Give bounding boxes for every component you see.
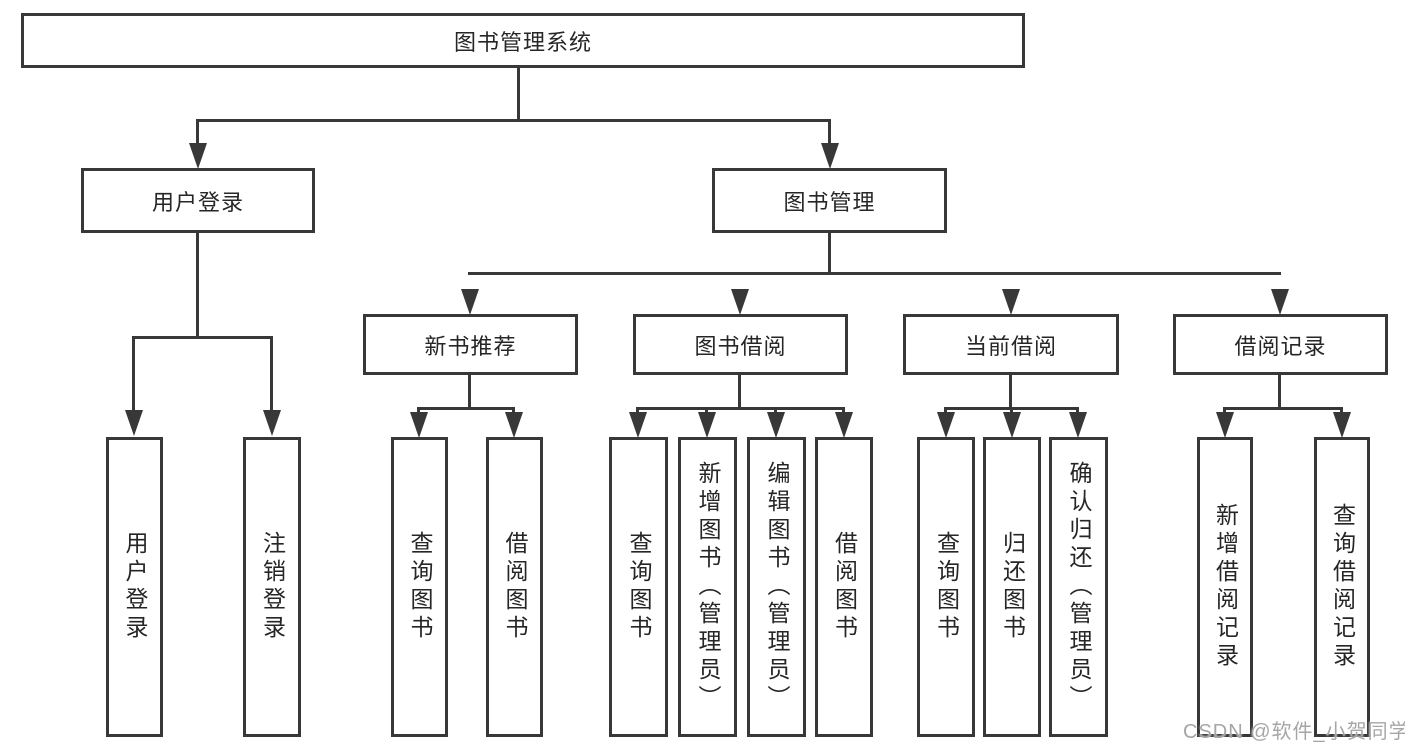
arrow-icon <box>189 143 207 169</box>
connector <box>1010 407 1013 416</box>
leaf-add-books-admin-label: 新增图书（管理员） <box>695 461 721 713</box>
leaf-query-books-1: 查询图书 <box>391 437 448 737</box>
leaf-query-books-3-label: 查询图书 <box>933 531 960 643</box>
connector <box>774 407 777 416</box>
leaf-logout: 注销登录 <box>243 437 301 737</box>
connector <box>417 407 420 416</box>
connector <box>132 336 135 413</box>
node-borrow-records-label: 借阅记录 <box>1234 333 1327 359</box>
arrow-icon <box>263 410 281 436</box>
leaf-borrow-books-2: 借阅图书 <box>815 437 873 737</box>
node-user-login-label: 用户登录 <box>151 189 244 215</box>
node-new-book-recommend-label: 新书推荐 <box>424 333 517 359</box>
connector <box>468 272 1281 275</box>
connector <box>636 407 845 410</box>
arrow-icon <box>410 412 428 438</box>
connector <box>1009 373 1012 409</box>
arrow-icon <box>731 289 749 315</box>
connector <box>468 373 471 409</box>
arrow-icon <box>1271 289 1289 315</box>
leaf-borrow-books-2-label: 借阅图书 <box>831 531 858 643</box>
leaf-user-login: 用户登录 <box>106 437 163 737</box>
connector <box>417 407 515 410</box>
arrow-icon <box>629 412 647 438</box>
leaf-add-borrow-record: 新增借阅记录 <box>1197 437 1253 737</box>
leaf-user-login-label: 用户登录 <box>122 531 148 643</box>
connector <box>828 119 831 146</box>
leaf-query-books-2: 查询图书 <box>609 437 668 737</box>
node-root-label: 图书管理系统 <box>453 29 592 55</box>
arrow-icon <box>461 289 479 315</box>
csdn-watermark: CSDN @软件_小贺同学 <box>1183 721 1405 743</box>
leaf-query-borrow-record-label: 查询借阅记录 <box>1329 503 1356 671</box>
leaf-add-borrow-record-label: 新增借阅记录 <box>1212 503 1239 671</box>
node-book-management-label: 图书管理 <box>783 189 876 215</box>
arrow-icon <box>937 412 955 438</box>
arrow-icon <box>1003 412 1021 438</box>
leaf-confirm-return-admin: 确认归还（管理员） <box>1049 437 1108 737</box>
leaf-query-books-3: 查询图书 <box>917 437 975 737</box>
connector <box>1076 407 1079 416</box>
arrow-icon <box>1216 412 1234 438</box>
arrow-icon <box>1069 412 1087 438</box>
connector <box>828 231 831 275</box>
node-user-login: 用户登录 <box>81 168 315 233</box>
node-book-management: 图书管理 <box>712 168 947 233</box>
connector <box>944 407 947 416</box>
connector <box>1223 407 1343 410</box>
leaf-logout-label: 注销登录 <box>259 531 286 643</box>
connector <box>636 407 639 416</box>
connector <box>705 407 708 416</box>
node-borrow-records: 借阅记录 <box>1173 314 1388 375</box>
connector <box>517 66 520 122</box>
arrow-icon <box>698 412 716 438</box>
arrow-icon <box>835 412 853 438</box>
connector <box>196 119 831 122</box>
connector <box>1278 373 1281 409</box>
leaf-edit-books-admin: 编辑图书（管理员） <box>747 437 806 737</box>
leaf-return-books: 归还图书 <box>983 437 1041 737</box>
connector <box>1223 407 1226 416</box>
leaf-query-borrow-record: 查询借阅记录 <box>1314 437 1370 737</box>
node-book-borrowing: 图书借阅 <box>633 314 848 375</box>
connector <box>738 373 741 409</box>
leaf-query-books-2-label: 查询图书 <box>626 531 652 643</box>
connector <box>196 231 199 338</box>
leaf-borrow-books-1: 借阅图书 <box>486 437 543 737</box>
leaf-return-books-label: 归还图书 <box>999 531 1026 643</box>
connector <box>512 407 515 416</box>
arrow-icon <box>1333 412 1351 438</box>
node-root: 图书管理系统 <box>21 13 1025 68</box>
arrow-icon <box>125 410 143 436</box>
arrow-icon <box>821 143 839 169</box>
leaf-confirm-return-admin-label: 确认归还（管理员） <box>1066 461 1092 713</box>
connector <box>196 119 199 146</box>
node-book-borrowing-label: 图书借阅 <box>694 333 787 359</box>
arrow-icon <box>505 412 523 438</box>
connector <box>842 407 845 416</box>
leaf-query-books-1-label: 查询图书 <box>407 531 433 643</box>
node-current-borrowing: 当前借阅 <box>903 314 1119 375</box>
arrow-icon <box>767 412 785 438</box>
arrow-icon <box>1002 289 1020 315</box>
connector <box>944 407 1079 410</box>
node-current-borrowing-label: 当前借阅 <box>964 333 1057 359</box>
leaf-add-books-admin: 新增图书（管理员） <box>678 437 737 737</box>
leaf-edit-books-admin-label: 编辑图书（管理员） <box>764 461 790 713</box>
leaf-borrow-books-1-label: 借阅图书 <box>502 531 528 643</box>
connector <box>132 336 273 339</box>
connector <box>270 336 273 413</box>
node-new-book-recommend: 新书推荐 <box>363 314 578 375</box>
connector <box>1340 407 1343 416</box>
